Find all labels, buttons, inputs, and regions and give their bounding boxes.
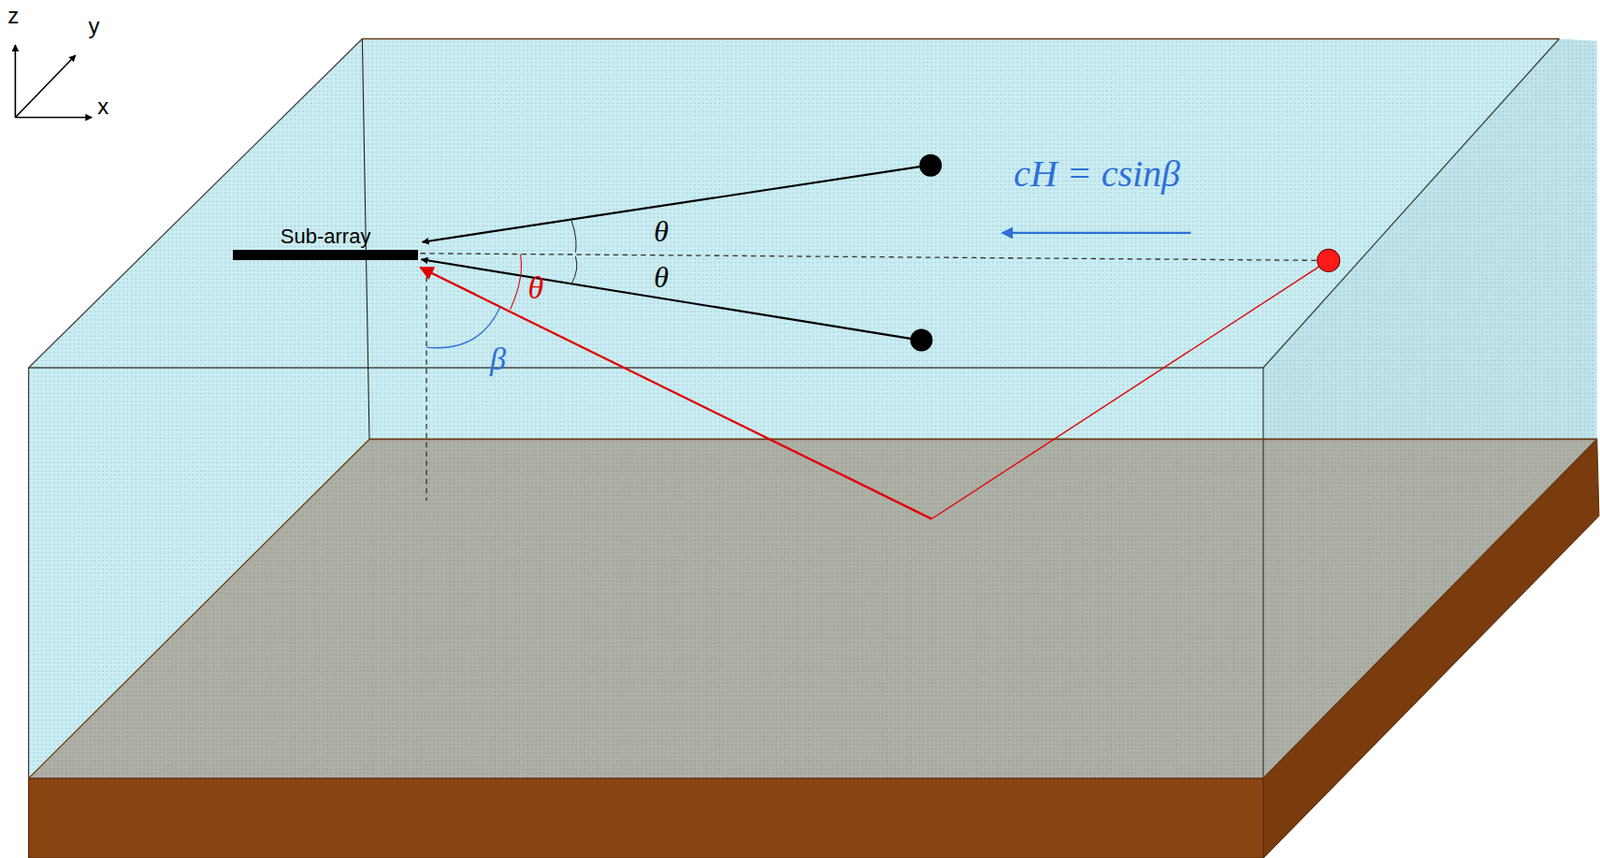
angle-label: θ bbox=[528, 272, 545, 304]
angle-label: θ bbox=[653, 261, 669, 292]
source-dot bbox=[1317, 248, 1341, 272]
axis-label: y bbox=[87, 14, 100, 38]
axis-triad bbox=[14, 44, 92, 118]
horizontal-reference bbox=[420, 253, 1319, 261]
direct-ray bbox=[421, 259, 914, 339]
bottom-bounce-ray bbox=[420, 267, 933, 519]
vertical-reference bbox=[425, 267, 427, 501]
box-edges bbox=[28, 38, 1598, 778]
angle-arc bbox=[426, 307, 501, 348]
axis-label: z bbox=[7, 4, 19, 28]
angle-arc bbox=[510, 254, 522, 310]
source-dot bbox=[909, 329, 933, 352]
sediment-side bbox=[1263, 438, 1600, 858]
angle-arc bbox=[571, 256, 577, 284]
source-dot bbox=[919, 154, 942, 177]
sediment-front bbox=[28, 778, 1264, 858]
direct-ray bbox=[422, 166, 923, 243]
angle-arc bbox=[571, 220, 577, 253]
array-label: Sub-array bbox=[232, 225, 419, 248]
array-bar bbox=[232, 249, 419, 260]
speed-arrow bbox=[1002, 231, 1192, 234]
angle-label: θ bbox=[653, 216, 669, 246]
bottom-bounce-ray bbox=[931, 259, 1328, 519]
angle-label: β bbox=[490, 343, 506, 375]
axis-label: x bbox=[97, 95, 109, 118]
speed-equation: cH = csinβ bbox=[1013, 155, 1181, 193]
sub-array: Sub-array bbox=[232, 225, 419, 260]
dot-texture bbox=[28, 38, 1598, 778]
